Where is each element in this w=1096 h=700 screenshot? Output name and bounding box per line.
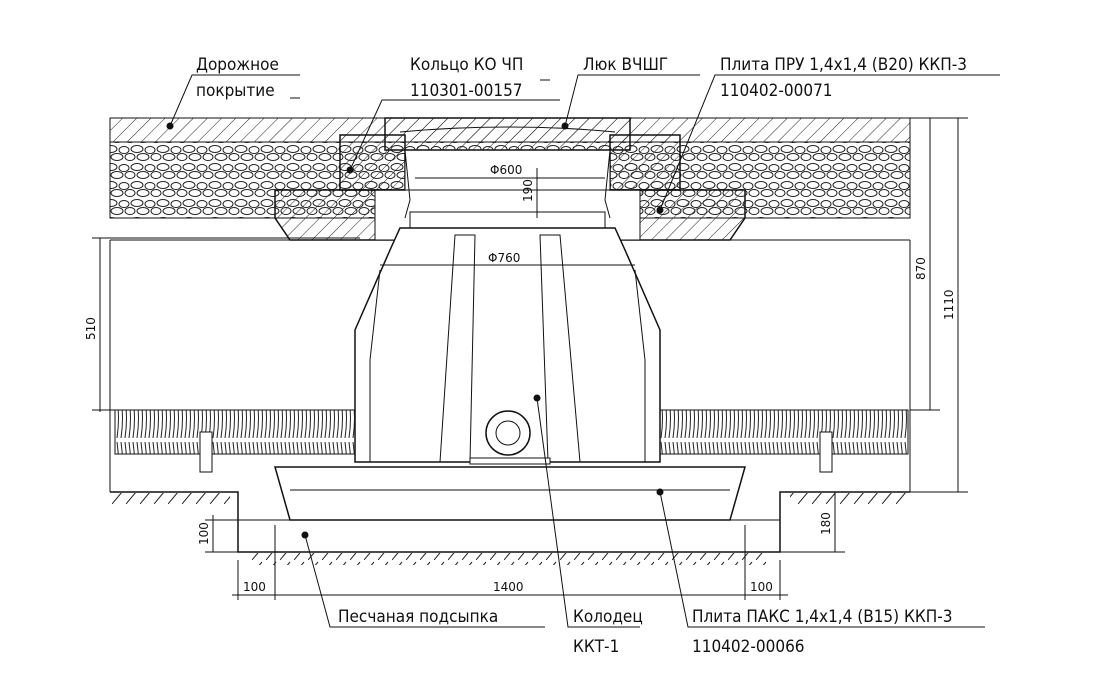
dim-d760: Φ760 xyxy=(488,251,520,265)
road-surface-label-2: покрытие xyxy=(196,81,275,101)
dim-w100-right: 100 xyxy=(750,580,773,594)
ring-name-label: Кольцо КО ЧП xyxy=(410,55,523,75)
manhole-hatch xyxy=(384,117,631,219)
well-code-label: ККТ-1 xyxy=(573,637,619,657)
dim-w100-left: 100 xyxy=(243,580,266,594)
dimension-lines xyxy=(92,117,968,600)
ring-code-label: 110301-00157 xyxy=(410,81,523,101)
dim-h100: 100 xyxy=(197,522,211,545)
corrugated-pipe xyxy=(114,409,909,473)
dim-h870: 870 xyxy=(914,257,928,280)
dim-w1400: 1400 xyxy=(493,580,524,594)
top-slab-name-label: Плита ПРУ 1,4x1,4 (B20) ККП-3 xyxy=(720,55,967,75)
base-slab-name-label: Плита ПАКС 1,4x1,4 (B15) ККП-3 xyxy=(692,607,952,627)
sand-bed xyxy=(110,491,910,565)
road-surface-label: Дорожное xyxy=(196,55,279,75)
dim-h510: 510 xyxy=(84,317,98,340)
well-body xyxy=(354,211,661,465)
base-slab-code-label: 110402-00066 xyxy=(692,637,805,657)
top-slab-code-label: 110402-00071 xyxy=(720,81,833,101)
dim-h180: 180 xyxy=(819,512,833,535)
leader-dots xyxy=(166,122,664,539)
dimension-values: Φ600 190 Φ760 510 870 1110 180 100 100 1… xyxy=(84,163,956,594)
sand-bed-label: Песчаная подсыпка xyxy=(338,607,498,627)
dim-h1110: 1110 xyxy=(942,289,956,320)
leaders xyxy=(169,74,1000,628)
labels: Дорожное покрытие Кольцо КО ЧП 110301-00… xyxy=(196,55,967,657)
well-name-label: Колодец xyxy=(573,607,643,627)
dim-h190: 190 xyxy=(521,179,535,202)
base-slab xyxy=(274,466,746,521)
hatch-name-label: Люк ВЧШГ xyxy=(583,55,668,75)
dim-d600: Φ600 xyxy=(490,163,522,177)
